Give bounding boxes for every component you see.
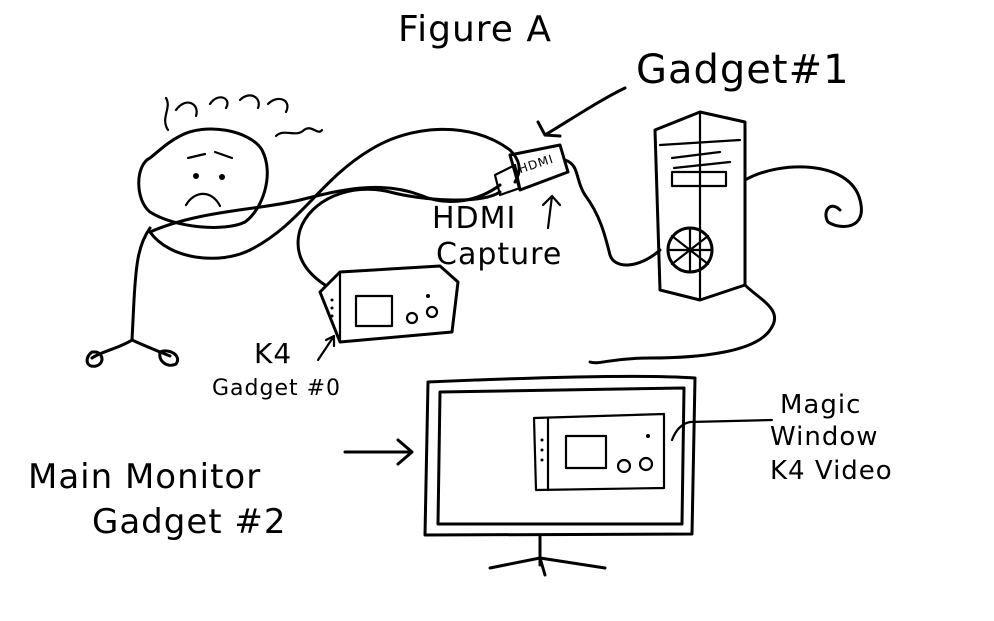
hdmi-capture-label-line2: Capture <box>436 237 563 272</box>
k4-arrow <box>316 334 336 362</box>
hdmi-capture-label-line1: HDMI <box>432 201 517 236</box>
cable-capture-to-tower <box>563 158 662 267</box>
person-eyebrow-left <box>186 152 207 160</box>
magic-window-label-line3: K4 Video <box>770 456 893 486</box>
person-foot-left <box>85 350 104 368</box>
person-head <box>137 127 269 229</box>
gadget1-tower <box>653 110 747 302</box>
person-figure <box>85 94 324 368</box>
main-monitor-gadget2-label: Gadget #2 <box>92 502 287 542</box>
magic-window-label-line2: Window <box>770 422 879 452</box>
cable-tower-to-monitor <box>588 283 777 365</box>
person-eye-right <box>219 174 225 180</box>
gadget1-arrow <box>536 86 627 138</box>
person-hair <box>164 94 324 138</box>
hdmi-capture-arrow <box>541 194 562 230</box>
person-eye-left <box>193 173 199 179</box>
magic-window-label-line1: Magic <box>780 390 862 420</box>
hdmi-capture-dongle <box>493 143 570 197</box>
k4-label: K4 <box>254 337 293 370</box>
gadget1-label: Gadget#1 <box>636 47 850 93</box>
magic-window <box>532 412 666 492</box>
magic-window-pointer <box>670 418 774 442</box>
person-eyebrow-right <box>213 150 234 160</box>
main-monitor-arrow <box>343 438 414 466</box>
person-body <box>90 226 172 360</box>
k4-device <box>318 264 460 344</box>
main-monitor <box>423 374 697 577</box>
cable-person-to-capture <box>148 127 521 260</box>
person-frown <box>184 192 222 208</box>
cable-capture-to-k4 <box>296 187 502 287</box>
person-foot-right <box>158 349 179 367</box>
k4-gadget0-label: Gadget #0 <box>212 376 342 401</box>
figure-title: Figure A <box>398 9 552 50</box>
main-monitor-label: Main Monitor <box>28 457 262 497</box>
cable-tower-loop <box>743 165 863 229</box>
